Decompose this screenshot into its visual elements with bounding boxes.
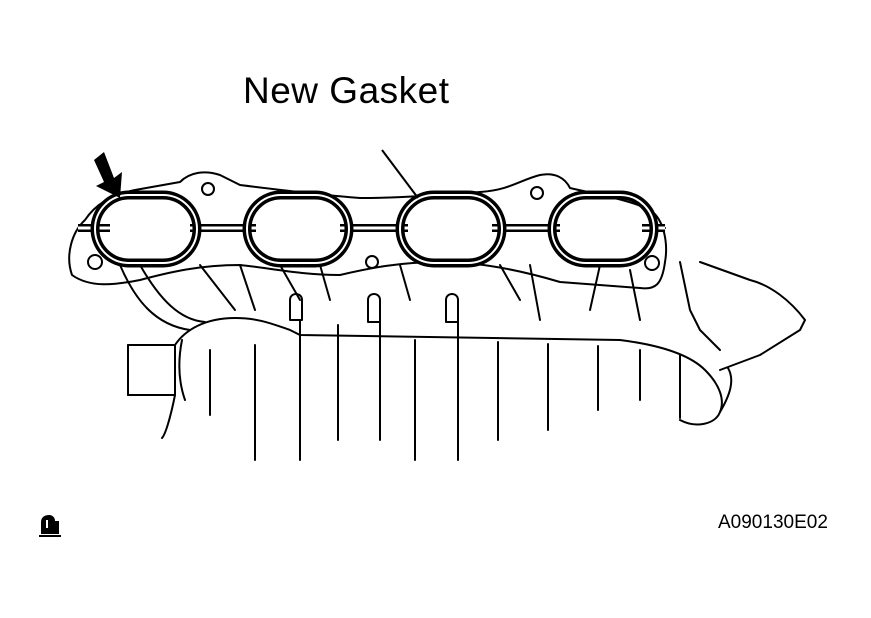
intake-body xyxy=(127,261,806,461)
procedure-symbol-icon xyxy=(39,515,61,537)
arrow-icon xyxy=(94,152,122,198)
intake-runners xyxy=(119,264,641,331)
callout-label: New Gasket xyxy=(243,70,450,111)
gasket xyxy=(78,190,665,268)
figure-code: A090130E02 xyxy=(718,512,828,533)
leader-line xyxy=(381,149,419,199)
